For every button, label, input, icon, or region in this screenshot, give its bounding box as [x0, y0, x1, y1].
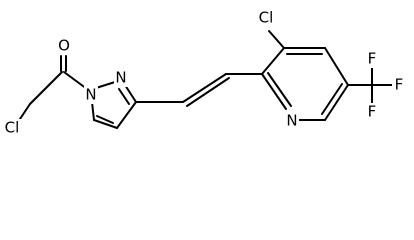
bond-py-c6-c5-a [324, 84, 349, 121]
bond-c5-n1 [91, 101, 95, 121]
fluorine-bottom-atom: F [365, 103, 379, 121]
bond-py-c5-c4 [324, 47, 349, 86]
pyrazole-n2-label: N [115, 69, 126, 87]
fluorine-top-atom: F [365, 50, 379, 68]
fluorine-right-atom: F [392, 76, 406, 94]
bond-c3-c4 [116, 101, 137, 129]
bond-n1-n2 [95, 81, 116, 89]
bond-vinyl-double-b [186, 77, 230, 107]
bond-vinyl-double-a [182, 73, 227, 103]
bond-py-c6-c5-b [321, 83, 343, 115]
pyridine-nitrogen-label: N [286, 112, 297, 130]
bond-c4-c5-b [96, 115, 114, 124]
pyrazole-n1-atom: N [84, 86, 98, 104]
pyridine-chlorine-label: Cl [259, 9, 274, 27]
pyrazole-n1-label: N [85, 86, 96, 104]
pyridine-chlorine-atom: Cl [257, 9, 277, 27]
chloromethyl-chlorine-label: Cl [5, 119, 20, 137]
bond-c4-c5-a [93, 119, 118, 129]
bond-ch2-carbonyl [29, 71, 63, 105]
ketone-oxygen-atom: O [57, 37, 71, 55]
atom-labels: O Cl N N N Cl F F [3, 9, 406, 137]
bond-n2-c3-b [118, 88, 130, 105]
bond-py-c2-n-b [267, 72, 292, 107]
bond-py-c2-n-a [261, 73, 287, 110]
chloromethyl-chlorine-atom: Cl [3, 119, 23, 137]
bond-c3-cl [268, 30, 285, 49]
fluorine-bottom-label: F [368, 103, 377, 121]
pyridine-nitrogen-atom: N [285, 112, 299, 130]
molecule-structure-diagram: O Cl N N N Cl F F [3, 8, 406, 137]
ketone-oxygen-label: O [58, 37, 70, 55]
bond-n2-c3-a [124, 84, 137, 103]
bond-py-c3-c2 [261, 47, 285, 75]
fluorine-top-label: F [368, 50, 377, 68]
bond-carbonyl-n1 [63, 71, 88, 90]
pyrazole-n2-atom: N [114, 69, 128, 87]
bonds [15, 30, 393, 129]
fluorine-right-label: F [395, 76, 404, 94]
